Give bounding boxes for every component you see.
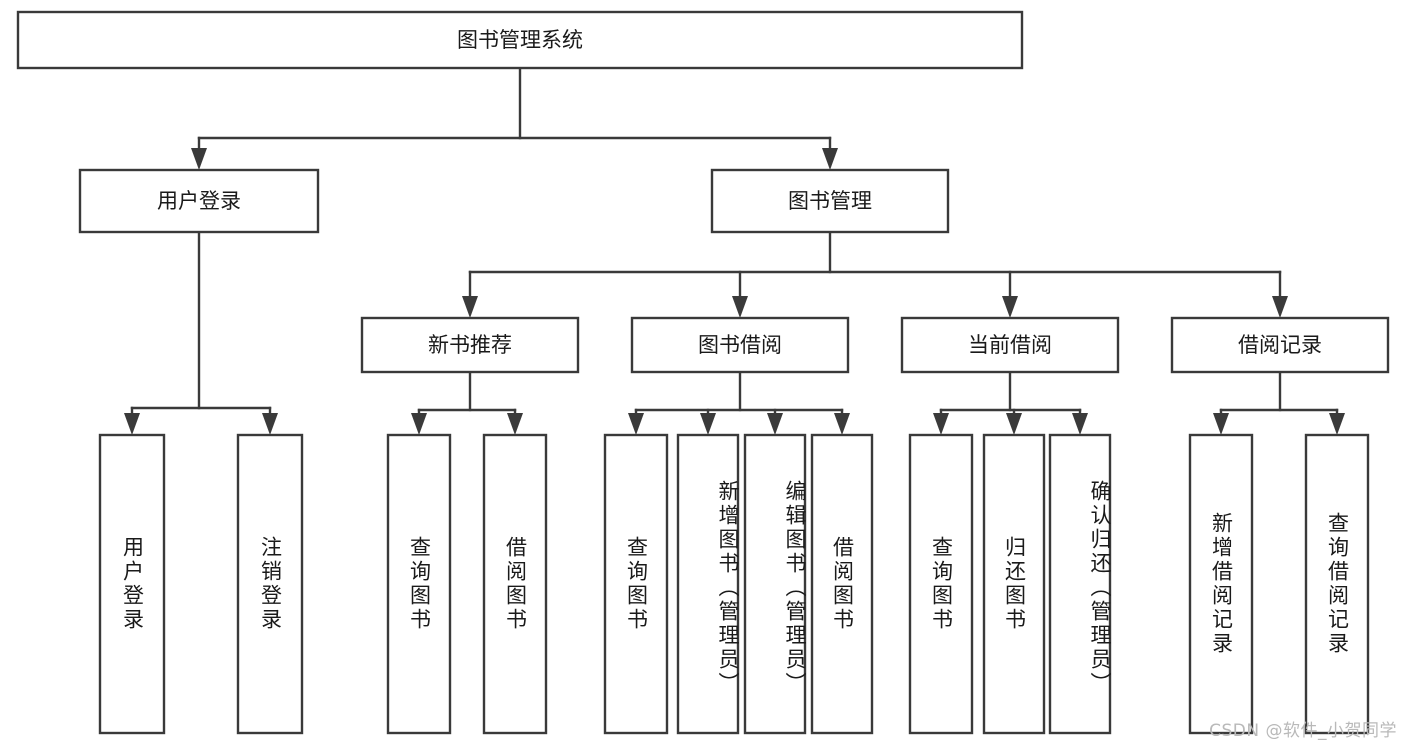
node-box-leaf-query-book-2[interactable] [603,433,669,735]
node-box-root[interactable] [16,10,1024,70]
arrow-head-icon [933,413,949,435]
arrow-head-icon [262,413,278,435]
node-box-leaf-query-book-1[interactable] [386,433,452,735]
arrow-head-icon [1329,413,1345,435]
connectors-layer [124,66,1345,435]
node-label-new-book-rec: 新书推荐 [428,333,512,357]
node-box-leaf-edit-book[interactable] [743,433,807,735]
arrow-head-icon [1072,413,1088,435]
node-box-leaf-borrow-book-2[interactable] [810,433,874,735]
boxes-layer [16,10,1390,735]
arrow-head-icon [124,413,140,435]
arrow-head-icon [700,413,716,435]
node-box-leaf-user-logout[interactable] [236,433,304,735]
arrow-head-icon [732,296,748,318]
node-box-book-borrow[interactable] [630,316,850,374]
node-box-leaf-query-record[interactable] [1304,433,1370,735]
arrow-head-icon [191,148,207,170]
node-box-user-login[interactable] [78,168,320,234]
node-box-leaf-user-login[interactable] [98,433,166,735]
node-label-root: 图书管理系统 [457,28,583,52]
node-label-current-borrow: 当前借阅 [968,333,1052,357]
arrow-head-icon [1002,296,1018,318]
arrow-head-icon [507,413,523,435]
node-box-new-book-rec[interactable] [360,316,580,374]
node-box-borrow-record[interactable] [1170,316,1390,374]
node-label-user-login: 用户登录 [157,189,241,213]
node-box-current-borrow[interactable] [900,316,1120,374]
node-box-leaf-add-book[interactable] [676,433,740,735]
node-label-borrow-record: 借阅记录 [1238,333,1322,357]
node-label-book-manage: 图书管理 [788,189,872,213]
node-box-leaf-query-book-3[interactable] [908,433,974,735]
csdn-watermark: CSDN @软件_小贺同学 [1209,721,1397,741]
arrow-head-icon [1272,296,1288,318]
node-label-book-borrow: 图书借阅 [698,333,782,357]
arrow-head-icon [628,413,644,435]
node-box-leaf-add-record[interactable] [1188,433,1254,735]
arrow-head-icon [1006,413,1022,435]
node-box-leaf-return-book[interactable] [982,433,1046,735]
node-box-book-manage[interactable] [710,168,950,234]
arrow-head-icon [834,413,850,435]
arrow-head-icon [822,148,838,170]
node-box-leaf-borrow-book-1[interactable] [482,433,548,735]
arrow-head-icon [767,413,783,435]
arrow-head-icon [462,296,478,318]
arrow-head-icon [1213,413,1229,435]
node-box-leaf-confirm-return[interactable] [1048,433,1112,735]
arrow-head-icon [411,413,427,435]
